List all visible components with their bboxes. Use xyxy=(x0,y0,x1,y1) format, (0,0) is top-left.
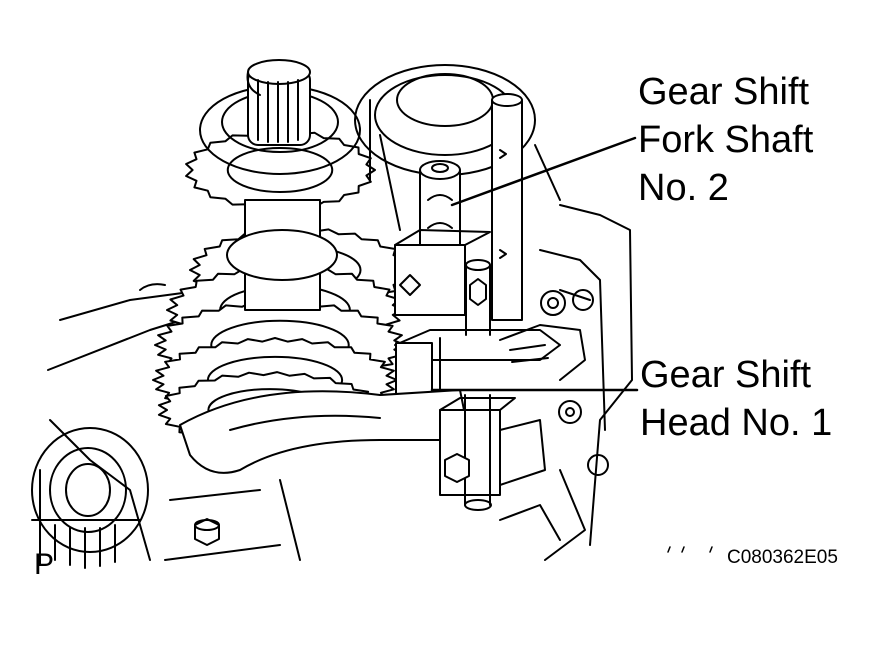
bearing-bottom-left xyxy=(31,427,149,569)
upper-gear xyxy=(199,59,361,175)
counter-shaft-cap xyxy=(226,229,338,281)
shift-head-no1 xyxy=(394,259,586,399)
corner-letter: P xyxy=(34,548,55,581)
callout-shift-head: Gear Shift Head No. 1 xyxy=(640,354,833,444)
bolts xyxy=(164,479,301,561)
housing xyxy=(47,204,633,561)
fork-shaft-vertical xyxy=(491,93,523,321)
gear-1 xyxy=(185,129,376,211)
figure-code: C080362E05 xyxy=(727,547,838,568)
gear-hub-1 xyxy=(226,147,334,193)
callout-fork-shaft: Gear Shift Fork Shaft No. 2 xyxy=(638,71,814,209)
shift-fork-arm xyxy=(179,389,546,511)
leader-lines xyxy=(430,136,639,392)
fork-shaft-no2 xyxy=(394,160,491,316)
